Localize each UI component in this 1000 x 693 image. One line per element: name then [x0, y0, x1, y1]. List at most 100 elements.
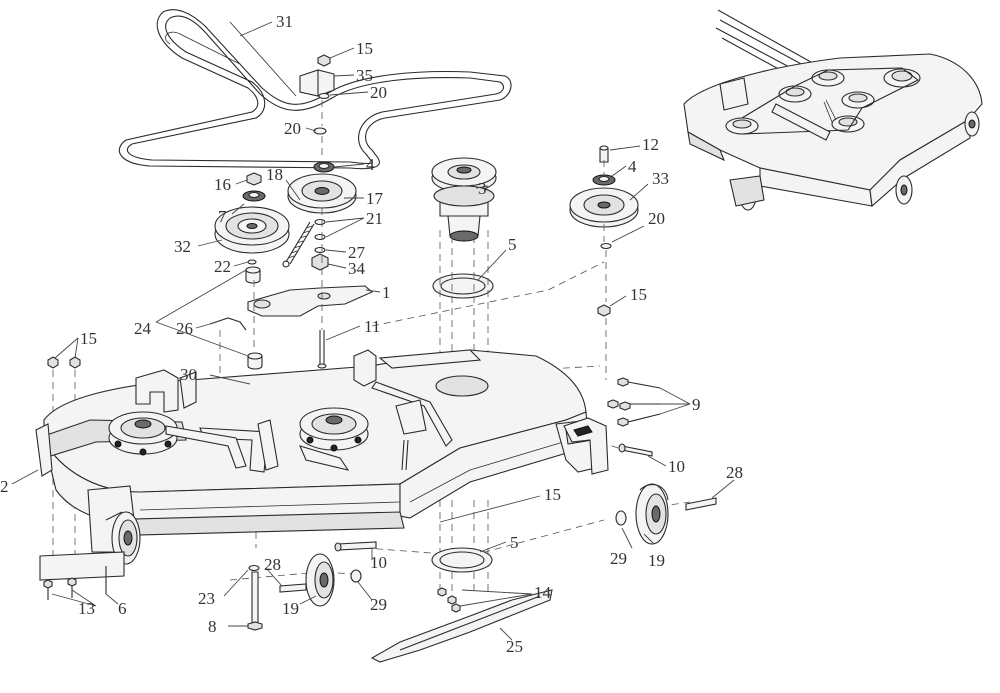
deck-center-hole — [435, 375, 489, 397]
callout-24: 24 — [134, 319, 152, 338]
anti-scalp-wheel-19-bottom — [305, 553, 335, 607]
pin-12 — [599, 145, 609, 163]
callout-20-right: 20 — [648, 209, 665, 228]
callout-6: 6 — [118, 599, 127, 618]
anti-scalp-wheel-19-right — [635, 483, 669, 545]
washer-21a — [314, 218, 326, 226]
idler-arm-1 — [247, 285, 374, 317]
leader-lines — [11, 21, 735, 641]
callout-19-bottom: 19 — [282, 599, 299, 618]
callout-21: 21 — [366, 209, 383, 228]
nut-16 — [246, 172, 262, 186]
callout-31: 31 — [276, 12, 293, 31]
drive-belt — [118, 9, 512, 170]
bushing-29-right — [615, 510, 627, 526]
callout-labels: 31 15 35 20 20 4 16 18 17 7 21 32 27 22 … — [0, 12, 743, 656]
washer-20-mid — [313, 127, 327, 135]
callout-8: 8 — [208, 617, 217, 636]
cutting-blade-25 — [370, 589, 553, 663]
callout-10-bottom: 10 — [370, 553, 387, 572]
pin-26 — [209, 317, 247, 331]
callout-18: 18 — [266, 165, 283, 184]
bearing-7 — [242, 190, 266, 202]
nut-15-left-b — [69, 356, 81, 369]
deck-spindle-left — [108, 411, 178, 456]
washer-22 — [247, 259, 257, 265]
callout-19-right: 19 — [648, 551, 665, 570]
washer-20-right — [600, 242, 612, 250]
callout-23: 23 — [198, 589, 215, 608]
callout-28-right: 28 — [726, 463, 743, 482]
spindle-gasket-5-bottom — [431, 547, 493, 573]
washer-21b — [314, 233, 326, 241]
callout-30: 30 — [180, 365, 197, 384]
bolts-13 — [43, 577, 77, 600]
callout-4-left: 4 — [366, 155, 375, 174]
callout-9: 9 — [692, 395, 701, 414]
washer-23 — [248, 564, 260, 572]
callout-35: 35 — [356, 66, 373, 85]
callout-14: 14 — [534, 583, 552, 602]
callout-22: 22 — [214, 257, 231, 276]
callout-1: 1 — [382, 283, 391, 302]
callout-33: 33 — [652, 169, 669, 188]
callout-10-right: 10 — [668, 457, 685, 476]
callout-5-bottom: 5 — [510, 533, 519, 552]
pulley-32 — [214, 206, 290, 254]
callout-20-mid: 20 — [284, 119, 301, 138]
callout-3: 3 — [478, 179, 487, 198]
callout-25: 25 — [506, 637, 523, 656]
washer-27 — [314, 246, 326, 254]
callout-29-bottom: 29 — [370, 595, 387, 614]
hanger-bracket-right — [563, 417, 609, 475]
callout-15-top: 15 — [356, 39, 373, 58]
callout-2: 2 — [0, 477, 9, 496]
skid-plate-6 — [39, 551, 125, 594]
spindle-gasket-5-top — [432, 273, 494, 299]
callout-15-right: 15 — [630, 285, 647, 304]
bushing-29-bottom — [350, 569, 362, 583]
nut-15-left-a — [47, 356, 59, 369]
callout-12: 12 — [642, 135, 659, 154]
washer-20-top — [318, 92, 330, 100]
bolt-11 — [317, 330, 327, 369]
deck-spindle-center — [299, 407, 369, 452]
callout-17: 17 — [366, 189, 384, 208]
idler-pulley-17 — [287, 173, 357, 214]
idler-pulley-33 — [569, 187, 639, 228]
spindle-assembly-3 — [431, 157, 497, 242]
deck-brackets — [135, 349, 482, 473]
callout-28-bottom: 28 — [264, 555, 281, 574]
callout-13: 13 — [78, 599, 95, 618]
tension-spring-18 — [282, 221, 315, 268]
bolts-14 — [437, 587, 461, 613]
bolt-10-bottom — [334, 541, 377, 552]
callout-5-top: 5 — [508, 235, 517, 254]
bushing-24-top — [245, 266, 261, 284]
bushing-24-bottom — [247, 352, 263, 370]
nut-15-top — [317, 54, 331, 67]
callout-4-right: 4 — [628, 157, 637, 176]
bolts-9 — [607, 377, 661, 427]
bearing-4-left — [313, 161, 335, 173]
callout-11: 11 — [364, 317, 380, 336]
axle-28-right — [685, 497, 717, 511]
callout-32: 32 — [174, 237, 191, 256]
nut-15-right — [597, 304, 611, 317]
bolt-8 — [247, 571, 263, 631]
axle-28-bottom — [279, 583, 307, 593]
callout-16: 16 — [214, 175, 231, 194]
callout-15-left: 15 — [80, 329, 97, 348]
bearing-4-right — [592, 174, 616, 186]
spacer-34 — [311, 253, 329, 271]
callout-26: 26 — [176, 319, 193, 338]
callout-29-right: 29 — [610, 549, 627, 568]
bolt-10-right — [618, 443, 653, 457]
callout-15-deck: 15 — [544, 485, 561, 504]
callout-20-top: 20 — [370, 83, 387, 102]
callout-34: 34 — [348, 259, 366, 278]
callout-27: 27 — [348, 243, 366, 262]
idler-bracket-35 — [299, 69, 335, 97]
